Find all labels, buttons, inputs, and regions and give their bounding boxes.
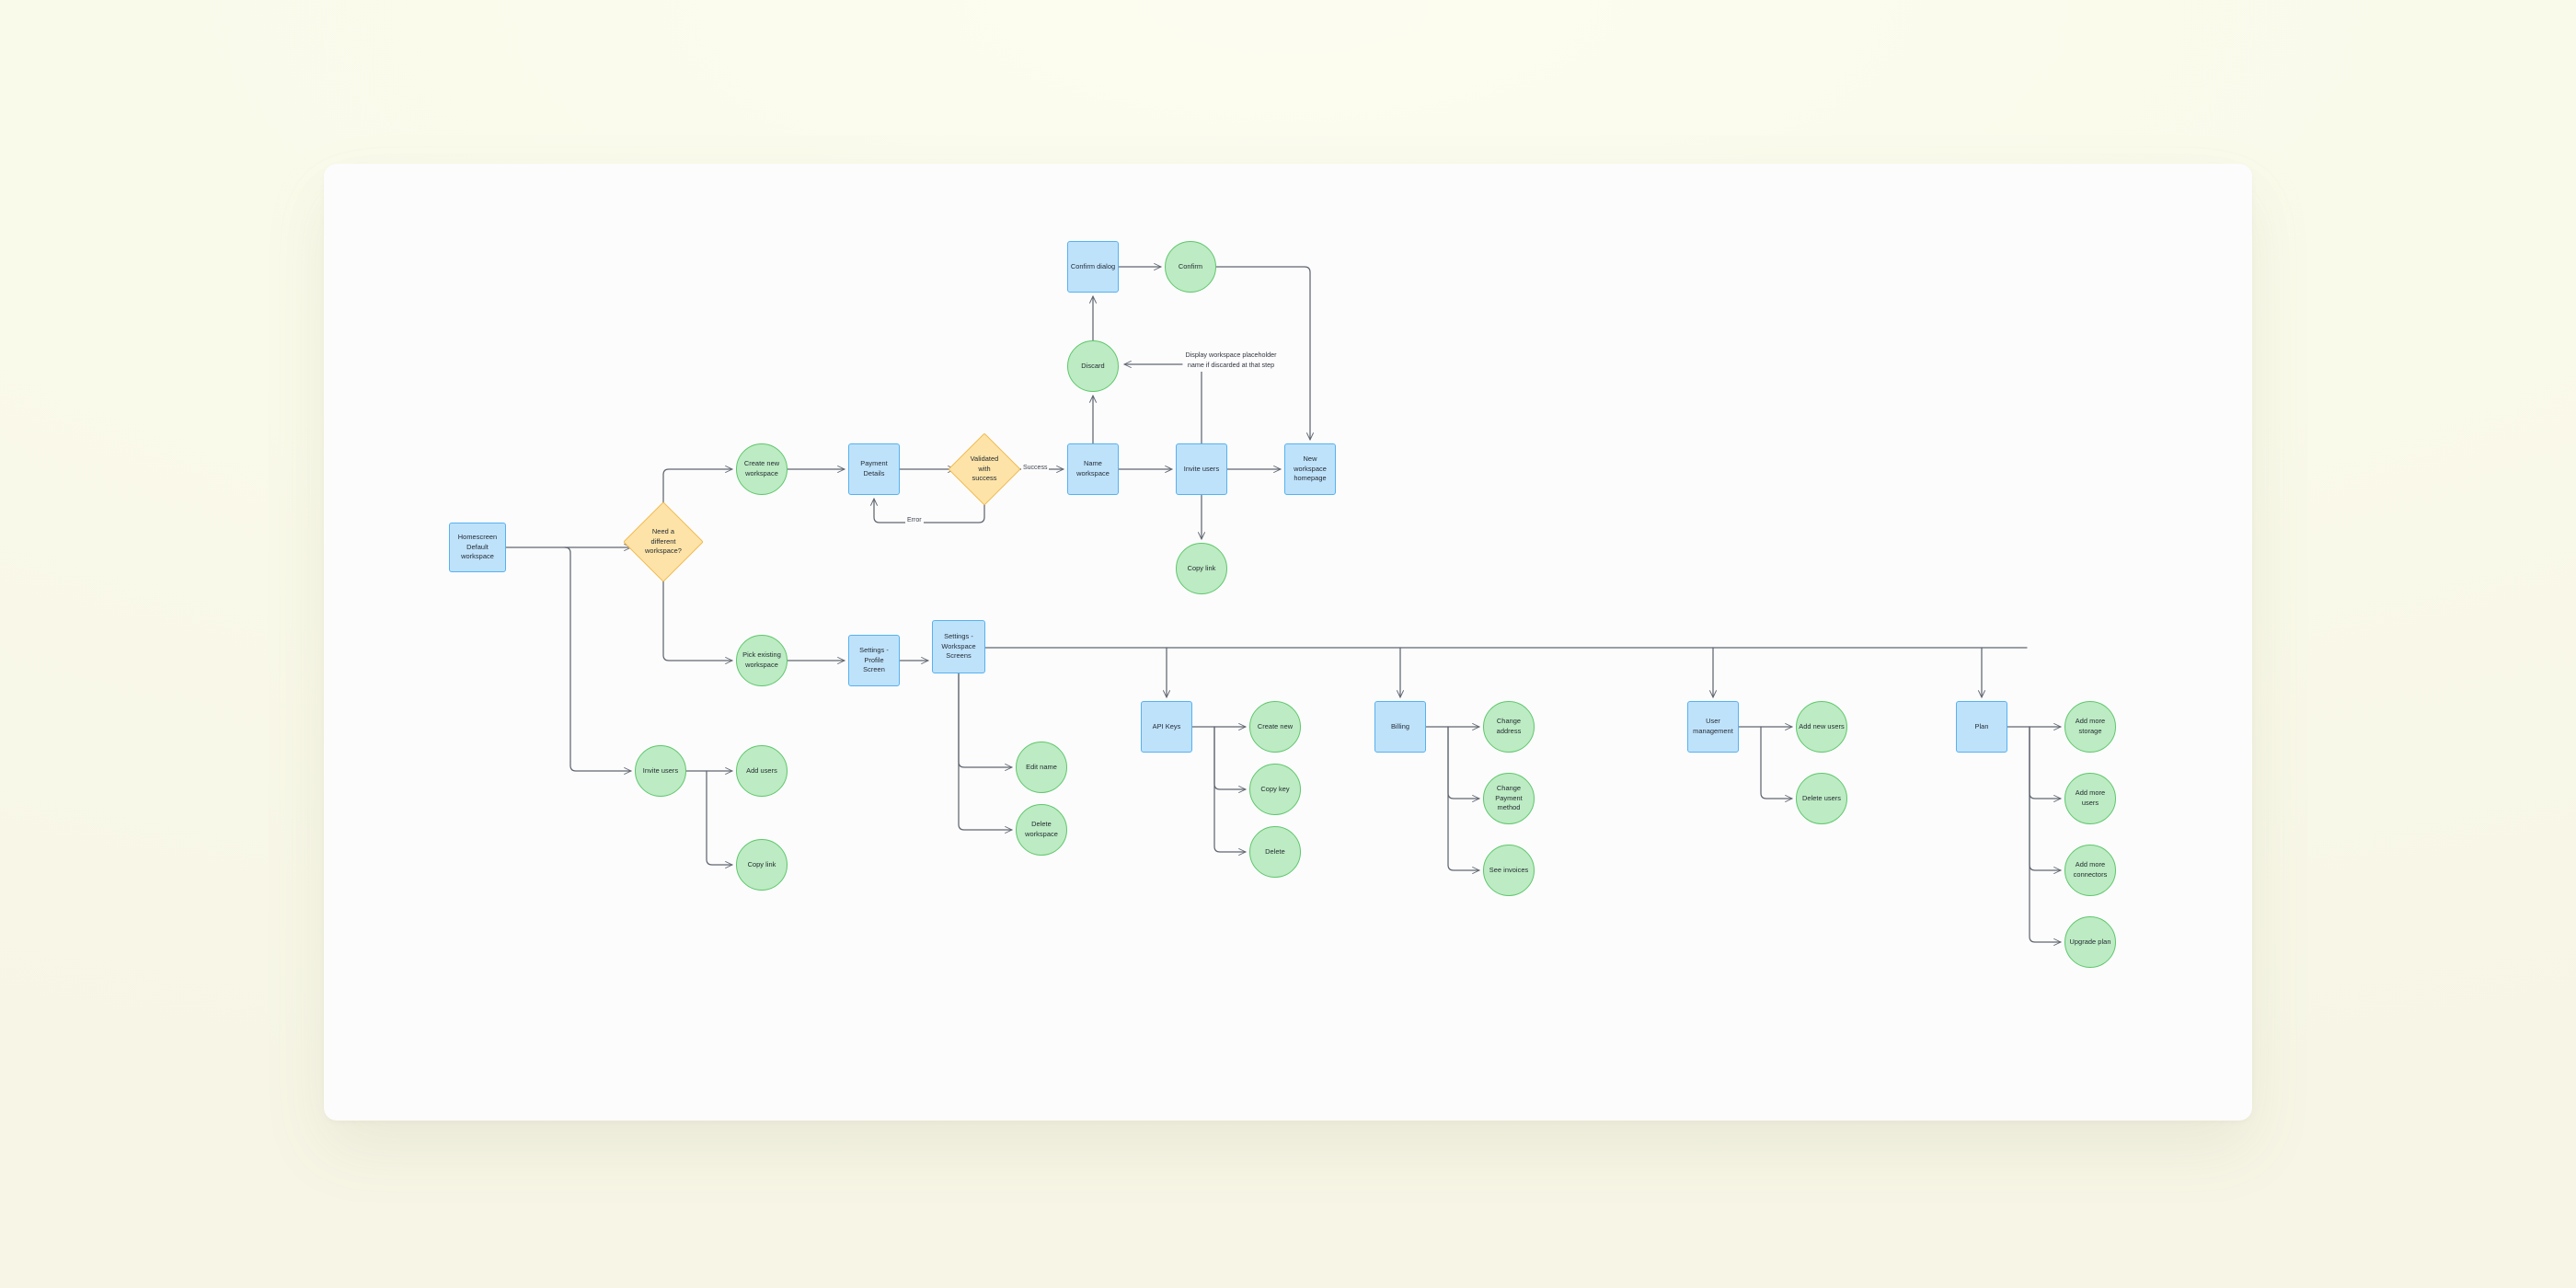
node-label-add-more-users: Add more users xyxy=(2075,788,2106,807)
edge-plan-to-add-users xyxy=(2029,726,2062,802)
node-label-upgrade-plan: Upgrade plan xyxy=(2069,937,2111,946)
node-label-settings-ws: Settings - Workspace Screens xyxy=(941,632,976,661)
diagram-canvas-card xyxy=(324,164,2252,1121)
node-need-different[interactable]: Need a different workspace? xyxy=(623,501,704,582)
node-create-new-ws[interactable]: Create new workspace xyxy=(736,443,788,495)
node-label-copy-link-bot: Copy link xyxy=(747,859,776,868)
edge-plan-to-upgrade-plan xyxy=(2029,726,2062,946)
node-discard[interactable]: Discard xyxy=(1067,340,1119,392)
label-success: Success xyxy=(1021,465,1050,471)
node-user-management[interactable]: User management xyxy=(1687,701,1739,753)
node-label-confirm-dialog: Confirm dialog xyxy=(1070,261,1116,270)
node-settings-profile[interactable]: Settings - Profile Screen xyxy=(848,635,900,686)
node-label-add-users-bot: Add users xyxy=(746,765,777,775)
node-label-api-copy-key: Copy key xyxy=(1260,784,1290,793)
edge-invite-to-discard xyxy=(1123,361,1202,444)
node-add-more-storage[interactable]: Add more storage xyxy=(2064,701,2116,753)
node-label-confirm: Confirm xyxy=(1178,261,1203,270)
node-validated[interactable]: Validated with success xyxy=(948,432,1021,506)
node-copy-link-bot[interactable]: Copy link xyxy=(736,839,788,891)
node-see-invoices[interactable]: See invoices xyxy=(1483,845,1535,896)
node-api-keys[interactable]: API Keys xyxy=(1141,701,1192,753)
edge-decision-to-create-new xyxy=(662,466,733,514)
label-error: Error xyxy=(905,517,924,523)
node-confirm-dialog[interactable]: Confirm dialog xyxy=(1067,241,1119,293)
node-plan[interactable]: Plan xyxy=(1956,701,2007,753)
node-label-payment-details: Payment Details xyxy=(860,459,888,477)
node-label-name-workspace: Name workspace xyxy=(1076,459,1110,477)
node-billing[interactable]: Billing xyxy=(1374,701,1426,753)
edge-api-to-copy-key xyxy=(1213,726,1247,793)
node-label-delete-workspace: Delete workspace xyxy=(1025,820,1058,838)
node-name-workspace[interactable]: Name workspace xyxy=(1067,443,1119,495)
node-add-new-users[interactable]: Add new users xyxy=(1796,701,1847,753)
node-label-api-delete: Delete xyxy=(1265,846,1285,856)
edge-api-to-delete xyxy=(1213,726,1247,856)
edge-billing-to-change-payment xyxy=(1447,726,1480,802)
node-label-change-payment: Change Payment method xyxy=(1495,784,1523,812)
node-new-ws-homepage[interactable]: New workspace homepage xyxy=(1284,443,1336,495)
edge-settings-to-edit-name xyxy=(958,673,1013,771)
node-add-more-connect[interactable]: Add more connectors xyxy=(2064,845,2116,896)
edge-billing-to-see-invoices xyxy=(1447,726,1480,874)
node-label-add-more-storage: Add more storage xyxy=(2075,717,2106,735)
note-placeholder: Display workspace placeholder name if di… xyxy=(1182,350,1280,372)
diamond-shape-need-different xyxy=(623,501,704,582)
edge-usermgmt-to-delete-users xyxy=(1760,726,1793,802)
node-invite-users-top[interactable]: Invite users xyxy=(1176,443,1227,495)
node-label-edit-name: Edit name xyxy=(1026,762,1057,771)
node-api-copy-key[interactable]: Copy key xyxy=(1249,764,1301,815)
edge-homescreen-to-invite-users xyxy=(564,546,632,775)
node-label-add-new-users: Add new users xyxy=(1799,721,1845,730)
node-label-plan: Plan xyxy=(1974,721,1989,730)
node-label-homescreen: Homescreen Default workspace xyxy=(457,533,498,561)
node-label-pick-existing: Pick existing workspace xyxy=(742,650,781,669)
node-api-delete[interactable]: Delete xyxy=(1249,826,1301,878)
node-label-api-keys: API Keys xyxy=(1152,721,1181,730)
node-delete-workspace[interactable]: Delete workspace xyxy=(1016,804,1067,856)
node-label-api-create-new: Create new xyxy=(1257,721,1294,730)
edge-settings-to-delete-workspace xyxy=(958,673,1013,834)
node-label-add-more-connect: Add more connectors xyxy=(2073,860,2108,879)
node-edit-name[interactable]: Edit name xyxy=(1016,742,1067,793)
node-label-delete-users: Delete users xyxy=(1801,793,1842,802)
node-label-settings-profile: Settings - Profile Screen xyxy=(859,646,889,674)
node-settings-ws[interactable]: Settings - Workspace Screens xyxy=(932,620,985,673)
node-label-change-address: Change address xyxy=(1496,717,1522,735)
node-confirm[interactable]: Confirm xyxy=(1165,241,1216,293)
node-label-user-management: User management xyxy=(1693,717,1733,735)
node-change-payment[interactable]: Change Payment method xyxy=(1483,773,1535,824)
edge-invite-bottom-to-copy-link xyxy=(706,770,733,868)
node-label-create-new-ws: Create new workspace xyxy=(743,459,780,477)
node-label-discard: Discard xyxy=(1081,361,1105,370)
node-label-invite-users-top: Invite users xyxy=(1183,464,1220,473)
node-label-copy-link-top: Copy link xyxy=(1187,563,1216,572)
node-add-more-users[interactable]: Add more users xyxy=(2064,773,2116,824)
node-homescreen[interactable]: Homescreen Default workspace xyxy=(449,523,506,572)
diamond-shape-validated xyxy=(948,432,1021,506)
node-invite-users-bot[interactable]: Invite users xyxy=(635,745,686,797)
node-label-new-ws-homepage: New workspace homepage xyxy=(1294,454,1327,483)
edge-decision-to-pick-existing xyxy=(662,569,733,664)
node-payment-details[interactable]: Payment Details xyxy=(848,443,900,495)
node-upgrade-plan[interactable]: Upgrade plan xyxy=(2064,916,2116,968)
node-add-users-bot[interactable]: Add users xyxy=(736,745,788,797)
node-label-billing: Billing xyxy=(1390,721,1410,730)
edge-confirm-to-homepage xyxy=(1215,266,1314,441)
node-label-invite-users-bot: Invite users xyxy=(642,765,679,775)
node-copy-link-top[interactable]: Copy link xyxy=(1176,543,1227,594)
node-api-create-new[interactable]: Create new xyxy=(1249,701,1301,753)
edge-validated-error-to-payment xyxy=(870,494,985,523)
node-delete-users[interactable]: Delete users xyxy=(1796,773,1847,824)
node-change-address[interactable]: Change address xyxy=(1483,701,1535,753)
node-label-see-invoices: See invoices xyxy=(1489,865,1529,874)
node-pick-existing[interactable]: Pick existing workspace xyxy=(736,635,788,686)
